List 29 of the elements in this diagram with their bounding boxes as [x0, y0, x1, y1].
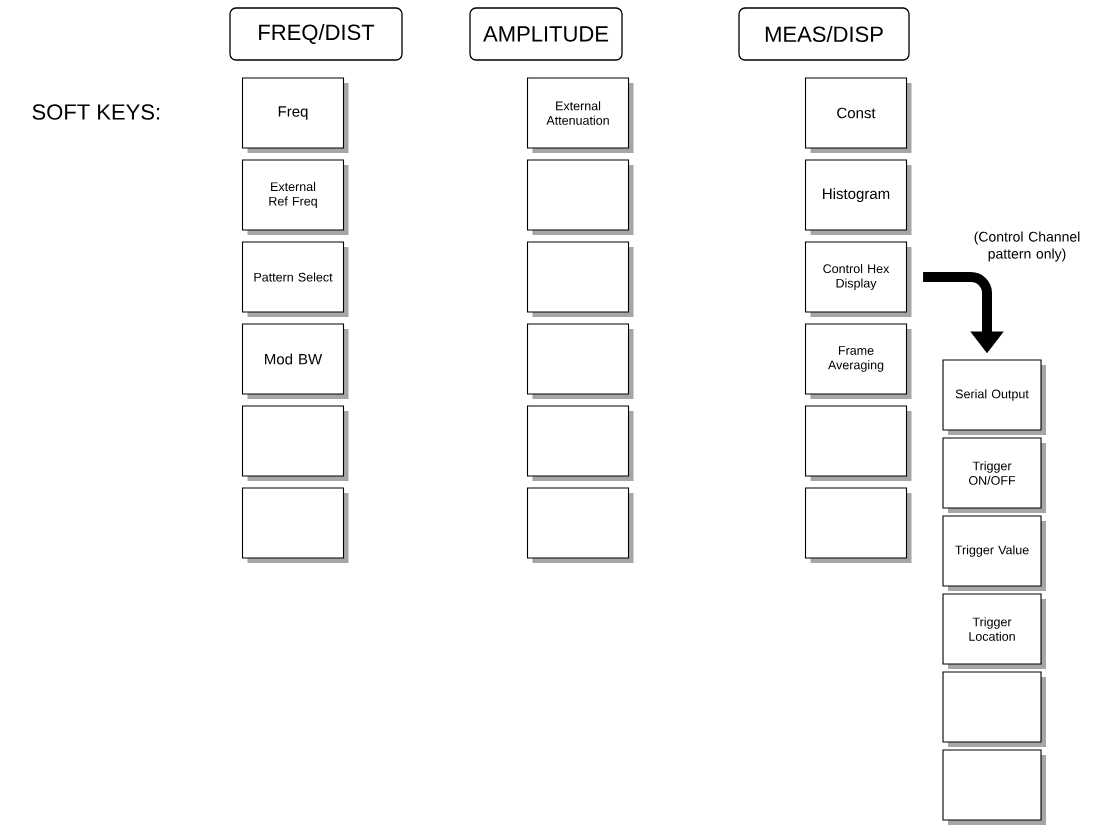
soft-key: Histogram: [804, 159, 912, 235]
blank-soft-key: [804, 405, 912, 481]
soft-key: External Attenuation: [526, 77, 634, 153]
menu-button: FREQ/DIST: [229, 7, 403, 61]
soft-key: Control Hex Display: [804, 241, 912, 317]
soft-key: Trigger ON/OFF: [942, 437, 1046, 513]
blank-soft-key: [526, 487, 634, 563]
soft-key: Frame Averaging: [804, 323, 912, 399]
soft-key: Serial Output: [942, 359, 1046, 435]
blank-soft-key: [241, 487, 349, 563]
edge-label: (Control Channel pattern only): [974, 231, 1080, 262]
blank-soft-key: [526, 405, 634, 481]
soft-key: Mod BW: [241, 323, 349, 399]
soft-key: Trigger Value: [942, 515, 1046, 591]
blank-soft-key: [942, 671, 1046, 747]
menu-button: MEAS/DISP: [738, 7, 910, 61]
blank-soft-key: [804, 487, 912, 563]
section-label: SOFT KEYS:: [32, 104, 160, 120]
soft-key: Pattern Select: [241, 241, 349, 317]
blank-soft-key: [526, 159, 634, 235]
soft-key: Trigger Location: [942, 593, 1046, 669]
blank-soft-key: [526, 323, 634, 399]
soft-key: Const: [804, 77, 912, 153]
blank-soft-key: [526, 241, 634, 317]
blank-soft-key: [942, 749, 1046, 825]
blank-soft-key: [241, 405, 349, 481]
soft-key: Freq: [241, 77, 349, 153]
menu-button: AMPLITUDE: [469, 7, 623, 61]
soft-key: External Ref Freq: [241, 159, 349, 235]
